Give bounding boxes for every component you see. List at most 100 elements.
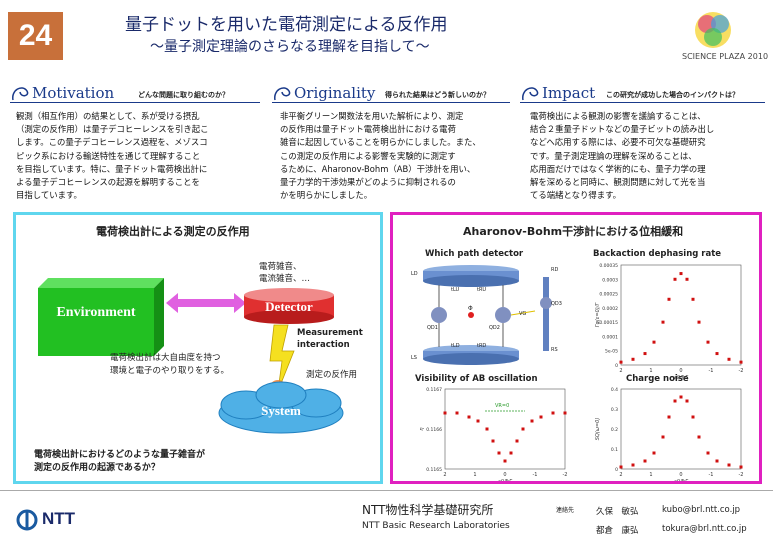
charge-noise-point — [667, 415, 671, 419]
impact-header: Impact この研究が成功した場合のインパクトは？ — [520, 82, 765, 106]
charge-noise-ytick: 0.4 — [611, 387, 618, 393]
dephasing-xlabel: ε0/ħΓ — [674, 375, 689, 381]
dephasing-xtick: -2 — [739, 368, 744, 374]
dephasing-point — [661, 320, 665, 324]
charge-noise-point — [727, 463, 731, 467]
dephasing-point — [673, 277, 677, 281]
visibility-point — [509, 451, 513, 455]
charge-noise-axes — [620, 388, 742, 470]
dephasing-xtick: 0 — [679, 368, 682, 374]
dephasing-ytick: 5e-05 — [605, 349, 618, 355]
system-label: System — [261, 403, 301, 418]
which-path-diagram — [423, 265, 552, 365]
visibility-point — [497, 451, 501, 455]
measurement-label-1: Measurement — [297, 328, 363, 338]
visibility-point — [467, 415, 471, 419]
dephasing-point — [619, 360, 623, 364]
visibility-point — [443, 411, 447, 415]
left-panel-title: 電荷検出計による測定の反作用 — [96, 225, 250, 238]
charge-noise-ytick: 0.1 — [611, 447, 618, 453]
dephasing-xtick: 1 — [649, 368, 652, 374]
visibility-ytick: 0.1165 — [426, 467, 442, 473]
label-rs: RS — [551, 347, 558, 353]
visibility-point — [503, 459, 507, 463]
dephasing-point — [631, 357, 635, 361]
charge-noise-xtick: -1 — [709, 472, 714, 478]
noise-label-2: 電流雑音、… — [259, 274, 311, 284]
detector-label: Detector — [265, 299, 313, 314]
contact-name-1: 久保 敏弘 — [596, 507, 639, 517]
question-text-1: 電荷検出計におけるどのような量子雑音が — [34, 450, 206, 460]
charge-noise-title: Charge noise — [626, 374, 689, 384]
charge-noise-ytick: 0 — [615, 467, 618, 473]
visibility-xtick: -1 — [533, 472, 538, 478]
dephasing-point — [697, 320, 701, 324]
contact-email-1: kubo@brl.ntt.co.jp — [662, 505, 741, 515]
motivation-heading: Motivation — [32, 84, 115, 102]
swirl-icon — [522, 87, 539, 101]
visibility-axes — [444, 388, 566, 470]
contact-label: 連絡先 — [556, 507, 575, 514]
charge-noise-xtick: 1 — [649, 472, 652, 478]
dephasing-xtick: 2 — [619, 368, 622, 374]
ntt-wordmark: NTT — [42, 509, 76, 528]
label-qd2: QD2 — [489, 325, 500, 331]
dephasing-ytick: 0.00025 — [599, 292, 618, 298]
visibility-ytick: 0.1167 — [426, 387, 442, 393]
originality-heading: Originality — [294, 84, 376, 102]
visibility-ylabel: η — [419, 427, 425, 430]
charge-noise-point — [643, 459, 647, 463]
noise-label-1: 電荷雑音、 — [259, 262, 302, 272]
dephasing-point — [667, 297, 671, 301]
swirl-icon — [274, 87, 291, 101]
swirl-icon — [12, 87, 29, 101]
visibility-ytick: 0.1166 — [426, 427, 442, 433]
charge-noise-point — [661, 435, 665, 439]
contact-email-2: tokura@brl.ntt.co.jp — [662, 524, 747, 534]
motivation-header: Motivation どんな問題に取り組むのか？ — [10, 82, 260, 106]
contact-name-2: 都倉 康弘 — [596, 526, 639, 536]
charge-noise-point — [697, 435, 701, 439]
label-qd3: QD3 — [551, 301, 562, 307]
visibility-point — [551, 411, 555, 415]
lab-name-jp: NTT物性科学基礎研究所 — [362, 503, 494, 517]
dephasing-point — [685, 277, 689, 281]
brand-label: SCIENCE PLAZA 2010 — [682, 52, 769, 61]
charge-noise-ytick: 0.3 — [611, 407, 618, 413]
label-tru: tRU — [477, 287, 487, 293]
label-ls: LS — [411, 355, 417, 361]
charge-noise-point — [631, 463, 635, 467]
visibility-title: Visibility of AB oscillation — [415, 374, 538, 384]
visibility-point — [521, 427, 525, 431]
dephasing-ytick: 0 — [615, 363, 618, 369]
ab-interferometer-panel: Aharonov-Bohm干渉計における位相緩和 Which path dete… — [390, 212, 762, 484]
label-vg: VG — [519, 311, 527, 317]
label-ld: LD — [411, 271, 418, 277]
label-tlu: tLU — [451, 287, 460, 293]
backaction-label: 測定の反作用 — [306, 370, 358, 380]
impact-question: この研究が成功した場合のインパクトは？ — [606, 91, 739, 99]
originality-header: Originality 得られた結果はどう新しいのか？ — [272, 82, 510, 106]
visibility-point — [515, 439, 519, 443]
charge-noise-ylabel: SQ(ω=0) — [595, 418, 601, 441]
impact-heading: Impact — [542, 84, 596, 102]
visibility-annotation: VR=0 — [495, 403, 509, 409]
dephasing-point — [652, 340, 656, 344]
dephasing-axes — [620, 264, 742, 366]
dephasing-point — [739, 360, 743, 364]
measurement-label-2: interaction — [297, 340, 350, 350]
charge-noise-point — [673, 399, 677, 403]
visibility-point — [485, 427, 489, 431]
charge-noise-point — [691, 415, 695, 419]
dephasing-point — [643, 352, 647, 356]
dephasing-ytick: 0.0003 — [602, 277, 618, 283]
label-tld: tLD — [451, 343, 460, 349]
science-plaza-logo — [695, 12, 731, 48]
dephasing-ytick: 0.00015 — [599, 320, 618, 326]
exchange-text-1: 電荷検出計は大自由度を持つ — [110, 353, 221, 363]
right-panel-title: Aharonov-Bohm干渉計における位相緩和 — [463, 225, 684, 238]
dephasing-point — [727, 357, 731, 361]
which-path-title: Which path detector — [425, 249, 524, 259]
originality-question: 得られた結果はどう新しいのか？ — [385, 91, 490, 99]
charge-noise-point — [685, 399, 689, 403]
